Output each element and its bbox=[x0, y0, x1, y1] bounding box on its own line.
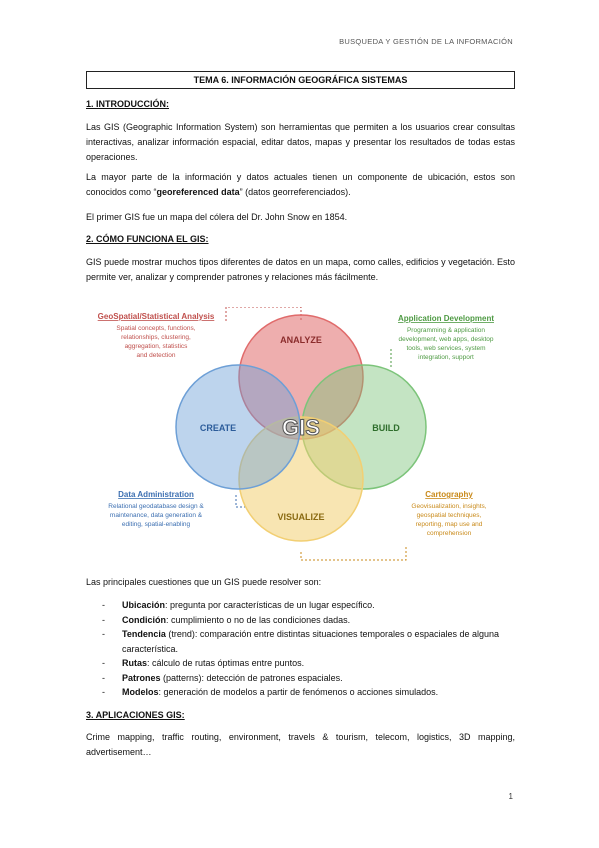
carto-box-line-4: comprehension bbox=[427, 530, 472, 537]
intro-p2-bold: georeferenced data bbox=[156, 187, 240, 197]
section-heading-apps: 3. APLICACIONES GIS: bbox=[86, 710, 185, 720]
carto-box-title: Cartography bbox=[425, 490, 473, 499]
data-box-title: Data Administration bbox=[118, 490, 194, 499]
gis-venn-diagram: ANALYZE BUILD VISUALIZE CREATE GIS GeoSp… bbox=[98, 307, 494, 561]
question-text: (patterns): detección de patrones espaci… bbox=[160, 672, 343, 683]
visualize-label: VISUALIZE bbox=[277, 512, 324, 522]
geo-box-line-2: relationships, clustering, bbox=[121, 334, 191, 341]
build-label: BUILD bbox=[372, 423, 400, 433]
intro-paragraph-3: El primer GIS fue un mapa del cólera del… bbox=[86, 212, 348, 222]
question-text: (trend): comparación entre distintas sit… bbox=[122, 629, 500, 654]
questions-intro: Las principales cuestiones que un GIS pu… bbox=[86, 577, 322, 587]
list-item: -Tendencia (trend): comparación entre di… bbox=[102, 629, 500, 654]
how-paragraph-1: GIS puede mostrar muchos tipos diferente… bbox=[86, 257, 515, 282]
gis-center-label: GIS bbox=[282, 415, 320, 440]
appdev-box-line-1: Programming & application bbox=[407, 327, 485, 334]
carto-box-line-1: Geovisualization, insights, bbox=[411, 503, 486, 510]
list-item: -Condición: cumplimiento o no de las con… bbox=[102, 614, 351, 625]
question-term: Ubicación bbox=[122, 600, 166, 610]
intro-p2-text-b: ” (datos georreferenciados). bbox=[239, 187, 351, 197]
page-number: 1 bbox=[508, 792, 513, 801]
intro-paragraph-1: Las GIS (Geographic Information System) … bbox=[86, 122, 515, 162]
questions-list: -Ubicación: pregunta por características… bbox=[102, 598, 515, 700]
analyze-label: ANALYZE bbox=[280, 335, 322, 345]
visualize-circle bbox=[238, 416, 364, 542]
question-term: Rutas bbox=[122, 658, 148, 668]
appdev-box-line-3: tools, web services, system bbox=[406, 345, 485, 352]
geo-box-line-4: and detection bbox=[136, 352, 175, 359]
list-item: -Rutas: cálculo de rutas óptimas entre p… bbox=[102, 658, 305, 668]
section-heading-intro: 1. INTRODUCCIÓN: bbox=[86, 99, 169, 109]
question-term: Condición bbox=[122, 614, 166, 625]
appdev-box-line-2: development, web apps, desktop bbox=[398, 336, 493, 343]
data-box-line-3: editing, spatial-enabling bbox=[122, 521, 191, 528]
question-text: : cumplimiento o no de las condiciones d… bbox=[166, 614, 351, 625]
section-heading-how: 2. CÓMO FUNCIONA EL GIS: bbox=[86, 234, 209, 244]
question-text: : generación de modelos a partir de fenó… bbox=[158, 687, 439, 697]
geo-box-title: GeoSpatial/Statistical Analysis bbox=[98, 312, 215, 321]
geo-box-line-3: aggregation, statistics bbox=[125, 343, 189, 350]
carto-box-line-2: geospatial techniques, bbox=[417, 512, 482, 519]
geo-box-line-1: Spatial concepts, functions, bbox=[116, 325, 195, 332]
list-item: -Modelos: generación de modelos a partir… bbox=[102, 687, 439, 697]
create-label: CREATE bbox=[200, 423, 236, 433]
question-text: : pregunta por características de un lug… bbox=[165, 600, 375, 610]
data-box-line-1: Relational geodatabase design & bbox=[108, 503, 204, 510]
page-title: TEMA 6. INFORMACIÓN GEOGRÁFICA SISTEMAS bbox=[86, 71, 515, 89]
create-circle bbox=[175, 364, 301, 490]
data-box-line-2: maintenance, data generation & bbox=[110, 512, 203, 519]
appdev-box-line-4: integration, support bbox=[418, 354, 474, 361]
question-term: Tendencia bbox=[122, 629, 166, 639]
intro-p2-text-a: La mayor parte de la información y datos… bbox=[86, 172, 515, 197]
appdev-box-title: Application Development bbox=[398, 314, 494, 323]
list-item: -Ubicación: pregunta por características… bbox=[102, 600, 375, 610]
question-term: Patrones bbox=[122, 672, 161, 683]
question-text: : cálculo de rutas óptimas entre puntos. bbox=[147, 658, 305, 668]
running-header: BUSQUEDA Y GESTIÓN DE LA INFORMACIÓN bbox=[339, 37, 513, 46]
question-term: Modelos bbox=[122, 687, 159, 697]
intro-paragraph-2: La mayor parte de la información y datos… bbox=[86, 170, 515, 200]
carto-box-line-3: reporting, map use and bbox=[416, 521, 483, 528]
list-item: -Patrones (patterns): detección de patro… bbox=[102, 672, 343, 683]
apps-paragraph: Crime mapping, traffic routing, environm… bbox=[86, 732, 515, 757]
